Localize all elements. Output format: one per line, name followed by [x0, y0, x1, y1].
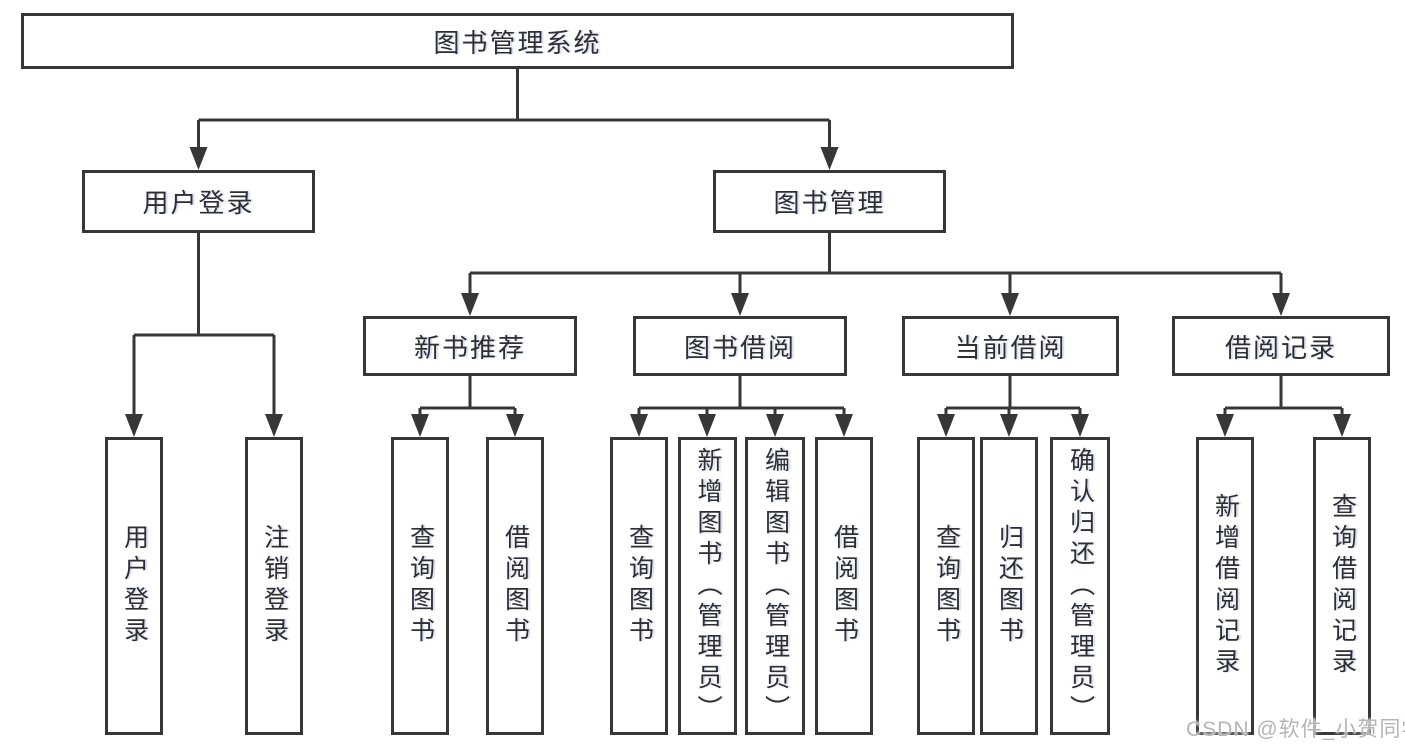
node-new-book-recommendation: 新书推荐 [363, 316, 577, 376]
node-label: 借阅记录 [1224, 332, 1337, 363]
node-label: 注销登录 [260, 524, 289, 648]
leaf-add-books-admin: 新增图书（管理员） [678, 437, 737, 735]
node-label: 借阅图书 [830, 524, 859, 648]
arrowhead [265, 414, 283, 437]
leaf-user-login: 用户登录 [105, 437, 163, 735]
arrowhead [189, 147, 208, 170]
leaf-edit-books-admin: 编辑图书（管理员） [745, 437, 805, 735]
arrowhead [1272, 293, 1290, 316]
arrowhead [698, 414, 716, 437]
node-label: 用户登录 [120, 524, 149, 648]
csdn-watermark: CSDN @软件_小贺同学 [1186, 718, 1405, 741]
arrowhead [411, 414, 429, 437]
node-label: 图书管理 [773, 188, 886, 218]
edges-user-login [125, 233, 283, 437]
leaf-query-borrow-record: 查询借阅记录 [1313, 437, 1371, 735]
node-label: 图书管理系统 [433, 27, 602, 58]
node-label: 查询图书 [625, 524, 654, 648]
node-label: 用户登录 [142, 188, 255, 218]
node-label: 借阅图书 [501, 524, 530, 648]
arrowhead [835, 414, 853, 437]
arrowhead [461, 293, 479, 316]
leaf-borrow-books: 借阅图书 [486, 437, 544, 735]
arrowhead [506, 414, 524, 437]
arrowhead [1333, 414, 1351, 437]
edges-book-borrowing [630, 376, 853, 437]
node-label: 图书借阅 [683, 332, 796, 363]
node-root-library-system: 图书管理系统 [21, 13, 1014, 69]
node-label: 查询图书 [932, 524, 961, 648]
node-borrowing-records: 借阅记录 [1172, 316, 1390, 376]
leaf-return-books: 归还图书 [980, 437, 1038, 735]
node-user-login: 用户登录 [82, 170, 315, 233]
node-label: 编辑图书（管理员） [761, 446, 790, 726]
edges-root [189, 69, 839, 170]
leaf-logout: 注销登录 [245, 437, 303, 735]
node-label: 确认归还（管理员） [1066, 446, 1095, 726]
node-current-borrowing: 当前借阅 [902, 316, 1119, 376]
arrowhead [937, 414, 955, 437]
edges-new-book-recommendation [411, 376, 524, 437]
node-book-borrowing: 图书借阅 [633, 316, 847, 376]
edges-book-management [461, 233, 1290, 316]
arrowhead [766, 414, 784, 437]
node-label: 新增借阅记录 [1211, 493, 1240, 679]
arrowhead [630, 414, 648, 437]
node-book-management: 图书管理 [713, 170, 946, 233]
node-label: 查询借阅记录 [1328, 493, 1357, 679]
node-label: 当前借阅 [954, 332, 1067, 363]
leaf-query-books: 查询图书 [391, 437, 449, 735]
arrowhead [125, 414, 143, 437]
arrowhead [1216, 414, 1234, 437]
node-label: 查询图书 [406, 524, 435, 648]
arrowhead [1001, 293, 1019, 316]
arrowhead [1071, 414, 1089, 437]
leaf-query-books: 查询图书 [917, 437, 975, 735]
node-label: 新书推荐 [413, 332, 526, 363]
edges-current-borrowing [937, 376, 1089, 437]
arrowhead [1000, 414, 1018, 437]
leaf-borrow-books: 借阅图书 [815, 437, 873, 735]
leaf-confirm-return-admin: 确认归还（管理员） [1050, 437, 1110, 735]
arrowhead [820, 147, 839, 170]
edges-borrowing-records [1216, 376, 1351, 437]
leaf-query-books: 查询图书 [610, 437, 668, 735]
arrowhead [731, 293, 749, 316]
node-label: 新增图书（管理员） [694, 446, 722, 726]
node-label: 归还图书 [995, 524, 1024, 648]
leaf-add-borrow-record: 新增借阅记录 [1196, 437, 1254, 735]
